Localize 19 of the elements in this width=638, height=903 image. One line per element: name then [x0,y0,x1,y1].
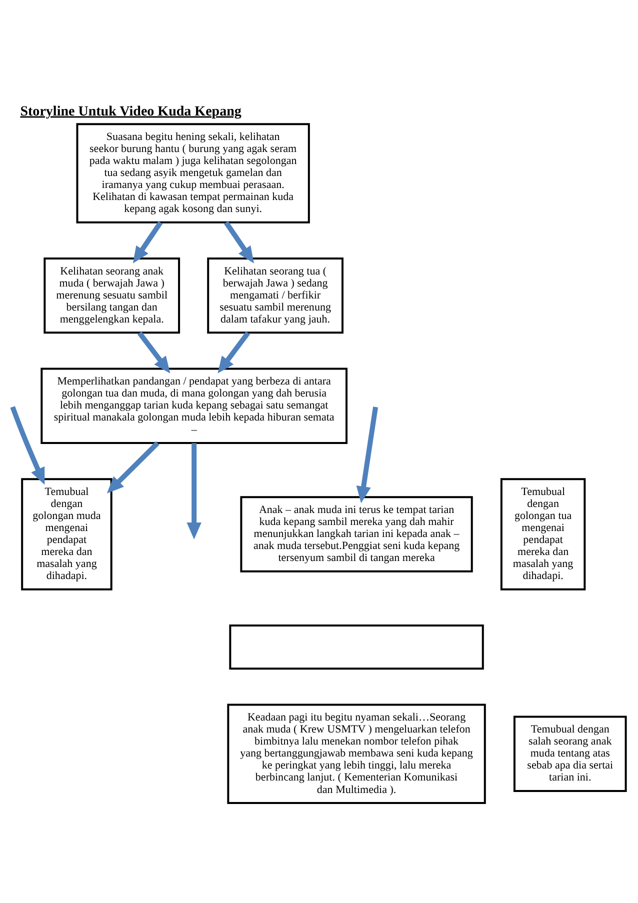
arrow [218,330,250,373]
node-box: Kelihatan seorang tua ( berwajah Jawa ) sedang mengamati / berfikir sesuatu sambil merenung dalam tafakur yang jauh. [207,256,344,334]
node-box: Keadaan pagi itu begitu nyaman sekali…Seorang anak muda ( Krew USMTV ) mengeluarkan telefon bimbitnya lalu menekan nombor telefon pihak yang bertanggungjawab membawa seni kuda kepang ke peringkat yang lebih tinggi, lalu mereka berbincang lanjut. ( Kementerian Komunikasi dan Multimedia ). [227,703,486,804]
node-box: Temubual dengan salah seorang anak muda tentang atas sebab apa dia sertai tarian ini. [513,715,627,792]
node-box: Suasana begitu hening sekali, kelihatan seekor burung hantu ( burung yang agak seram pada waktu malam ) juga kelihatan segolongan tua sedang asyik mengetuk gamelan dan iramanya yang cukup membuai perasaan. Kelihatan di kawasan tempat permainan kuda kepang agak kosong dan sunyi. [76,122,310,223]
arrow [10,406,45,484]
arrow [106,440,160,493]
node-box: Kelihatan seorang anak muda ( berwajah Jawa ) merenung sesuatu sambil bersilang tangan dan menggelengkan kepala. [44,256,180,334]
arrow [356,406,378,503]
node-box: Anak – anak muda ini terus ke tempat tarian kuda kepang sambil mereka yang dah mahir menunjukkan langkah tarian ini kepada anak – anak muda tersebut.Penggiat seni kuda kepang tersenyum sambil di tangan mereka [240,496,473,572]
arrow [186,442,202,539]
node-box: Memperlihatkan pandangan / pendapat yang berbeza di antara golongan tua dan muda, di mana golongan yang dah berusia lebih menganggap tarian kuda kepang sebagai satu semangat spiritual manakala golongan muda lebih kepada hiburan semata – [40,367,348,444]
arrow [224,220,254,263]
arrow [132,220,163,263]
arrow [137,330,170,373]
node-box: Temubual dengan golongan muda mengenai pendapat mereka dan masalah yang dihadapi. [21,478,112,590]
diagram-title: Storyline Untuk Video Kuda Kepang [20,102,242,119]
node-box [229,624,484,670]
node-box: Temubual dengan golongan tua mengenai pendapat mereka dan masalah yang dihadapi. [500,478,586,590]
